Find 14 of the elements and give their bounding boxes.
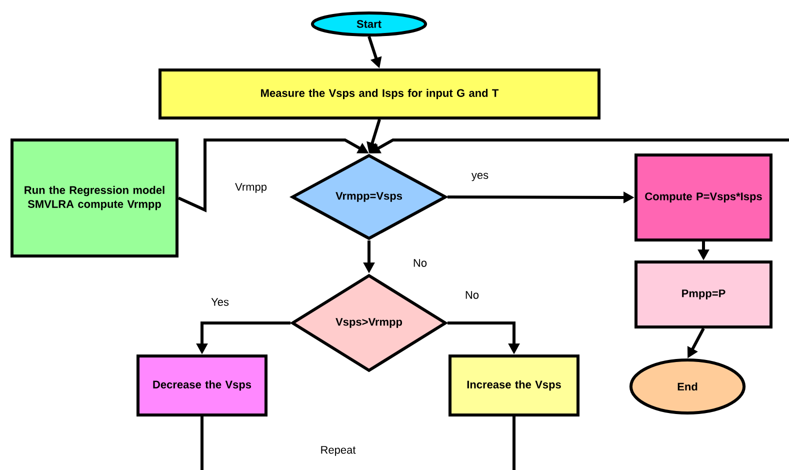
end-oval: End <box>629 358 746 414</box>
process-box: Increase the Vsps <box>448 354 580 416</box>
edge-label: Yes <box>210 297 230 307</box>
edge-label: yes <box>470 172 490 182</box>
edge-label: No <box>464 290 480 300</box>
process-box: Measure the Vsps and Isps for input G and T <box>158 68 600 120</box>
process-box: Decrease the Vsps <box>136 354 268 416</box>
start-oval: Start <box>310 12 428 36</box>
loop-label: Repeat <box>321 446 356 456</box>
edge-label: No <box>412 258 428 268</box>
process-box: Run the Regression model SMVLRA compute Vrmpp <box>10 138 178 258</box>
process-box: Compute P=Vsps*Isps <box>634 154 772 242</box>
edge-label: Vrmpp <box>234 182 268 194</box>
process-box: Pmpp=P <box>634 260 772 328</box>
